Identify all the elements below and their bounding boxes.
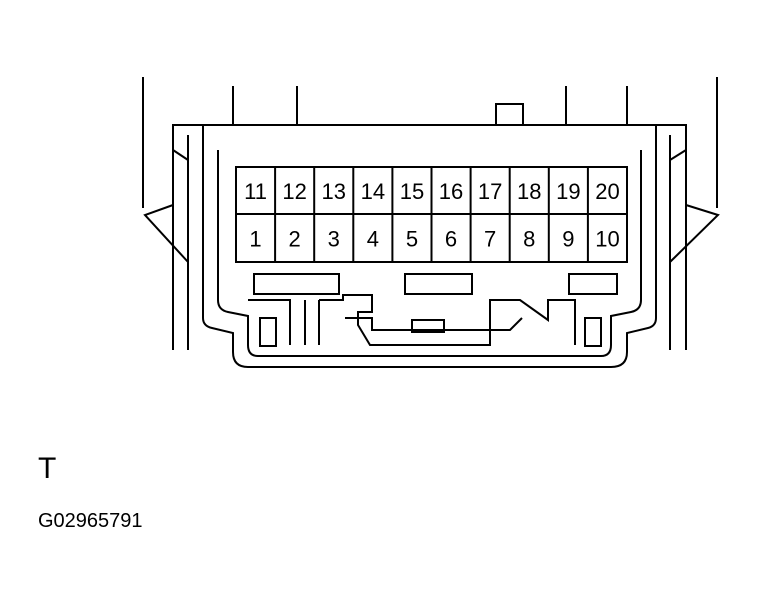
terminal-window	[584, 317, 602, 347]
key-slot	[404, 273, 473, 295]
front-face	[202, 125, 657, 368]
pin-number: 20	[595, 179, 619, 204]
right-ear	[669, 204, 720, 263]
left-ear	[143, 204, 189, 263]
pin-number: 17	[478, 179, 502, 204]
pin-number: 7	[484, 227, 496, 252]
pin-row-top: 11 12 13 14 15 16 17 18 19 20	[244, 179, 620, 204]
figure-id: G02965791	[38, 510, 143, 532]
lock-tab	[411, 319, 445, 333]
pin-number: 10	[595, 227, 619, 252]
pin-number: 14	[361, 179, 385, 204]
pin-row-bottom: 1 2 3 4 5 6 7 8 9 10	[249, 227, 619, 252]
pin-number: 2	[289, 227, 301, 252]
pin-number: 9	[562, 227, 574, 252]
pin-number: 12	[282, 179, 306, 204]
pin-number: 3	[328, 227, 340, 252]
housing-outline	[172, 124, 687, 350]
key-slot	[253, 273, 340, 295]
pin-number: 16	[439, 179, 463, 204]
terminal-window	[259, 317, 277, 347]
pin-number: 6	[445, 227, 457, 252]
pin-number: 18	[517, 179, 541, 204]
pin-number: 13	[322, 179, 346, 204]
pin-number: 8	[523, 227, 535, 252]
key-slot	[568, 273, 618, 295]
pin-number: 11	[244, 179, 267, 204]
lock-recess	[248, 294, 576, 346]
pin-number: 1	[249, 227, 261, 252]
pin-dividers	[274, 167, 589, 262]
pin-number: 15	[400, 179, 424, 204]
pin-number: 4	[367, 227, 379, 252]
top-latch-tab	[495, 103, 524, 126]
pin-number: 19	[556, 179, 580, 204]
connector-label: T	[38, 452, 57, 485]
pin-number: 5	[406, 227, 418, 252]
front-face-inner	[217, 150, 642, 357]
